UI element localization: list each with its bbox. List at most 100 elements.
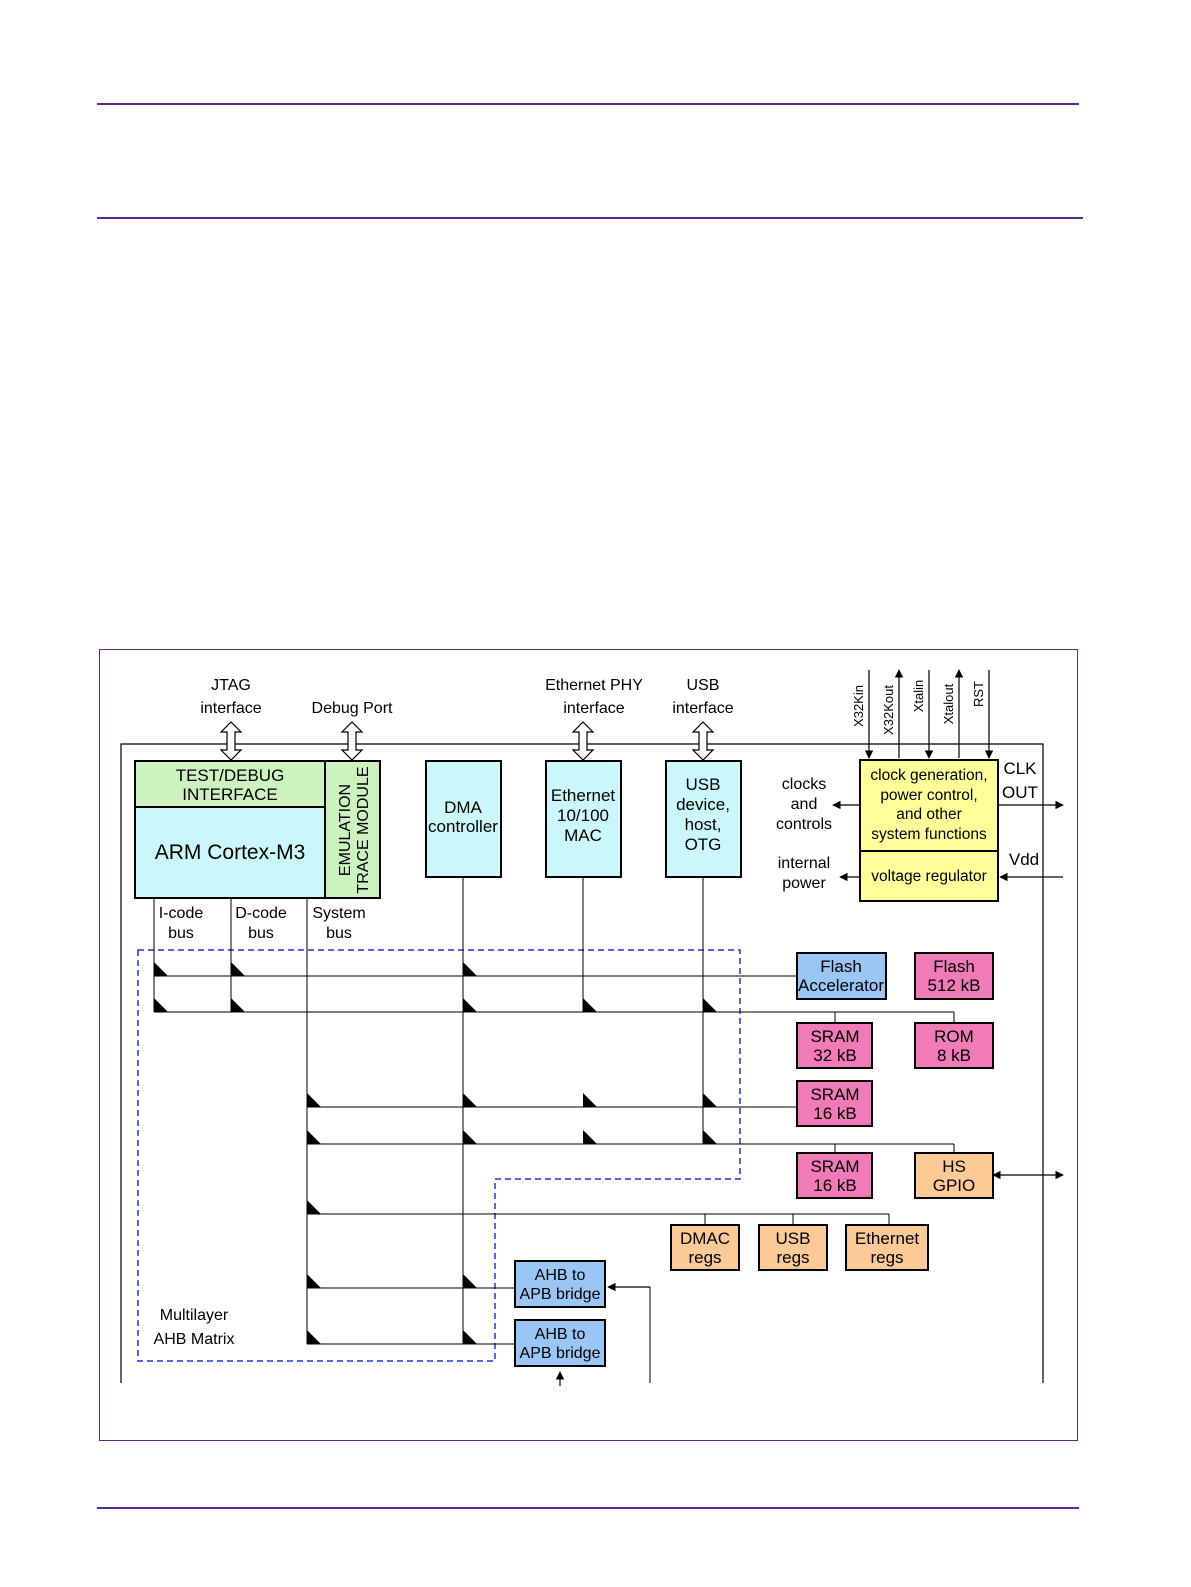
icode-label-2: bus — [168, 925, 194, 942]
usb-label-2: device, — [676, 795, 730, 814]
apb-bridge-1-block — [514, 1260, 606, 1308]
sram16b-block — [796, 1152, 873, 1199]
ethernet-label-3: MAC — [564, 826, 602, 845]
etm-block — [324, 760, 381, 899]
flash-label-2: 512 kB — [928, 976, 981, 995]
sram16a-label-2: 16 kB — [813, 1104, 856, 1123]
usb-interface-label-1: USB — [687, 677, 720, 694]
ethernet-label-1: Ethernet — [551, 786, 616, 805]
dcode-label-2: bus — [248, 925, 274, 942]
x32kin-label: X32Kin — [851, 685, 866, 727]
apb-bridge-2-label-2: APB bridge — [520, 1345, 601, 1362]
apb-bridge-1-label-2: APB bridge — [520, 1286, 601, 1303]
vdd-label: Vdd — [1009, 850, 1039, 869]
flash-block — [914, 952, 994, 1000]
flash-accelerator-label-2: Accelerator — [798, 976, 884, 995]
dma-label-2: controller — [428, 817, 498, 836]
rom-block — [914, 1022, 994, 1069]
clocks-label-1: clocks — [782, 776, 826, 793]
jtag-label-1: JTAG — [211, 677, 251, 694]
usb-label-3: host, — [685, 815, 722, 834]
flash-accelerator-label-1: Flash — [820, 957, 862, 976]
arm-core-block — [134, 806, 326, 899]
rom-label-1: ROM — [934, 1027, 974, 1046]
ethernet-regs-block — [845, 1224, 929, 1271]
vreg-block — [859, 850, 999, 902]
clockgen-label-3: and other — [896, 806, 962, 823]
dmac-regs-label-2: regs — [688, 1248, 721, 1267]
xtalout-label: Xtalout — [941, 683, 956, 724]
apb-bridge-2-block — [514, 1319, 606, 1367]
arm-core-label: ARM Cortex-M3 — [155, 841, 306, 864]
apb-bridge-1-label-1: AHB to — [535, 1267, 586, 1284]
etm-label-1: EMULATION — [337, 784, 354, 876]
flash-accelerator-block — [796, 952, 887, 1000]
x32kout-label: X32Kout — [881, 685, 896, 735]
etm-label-2: TRACE MODULE — [355, 766, 372, 893]
sram16b-label-1: SRAM — [810, 1157, 859, 1176]
sram16a-block — [796, 1080, 873, 1127]
usb-interface-label-2: interface — [672, 700, 733, 717]
eth-phy-label-1: Ethernet PHY — [545, 677, 643, 694]
clocks-label-3: controls — [776, 816, 832, 833]
ahb-matrix-outline — [137, 949, 741, 1362]
bus-arbiters — [154, 962, 717, 1344]
ethernet-regs-label-2: regs — [870, 1248, 903, 1267]
clockgen-label-1: clock generation, — [870, 767, 987, 784]
rst-label: RST — [971, 681, 986, 707]
vreg-label: voltage regulator — [871, 868, 986, 885]
clockgen-label-2: power control, — [880, 787, 977, 804]
eth-phy-label-2: interface — [563, 700, 624, 717]
matrix-label-1: Multilayer — [160, 1307, 229, 1324]
usb-regs-label-2: regs — [776, 1248, 809, 1267]
jtag-label-2: interface — [200, 700, 261, 717]
icode-label-1: I-code — [159, 905, 204, 922]
xtalin-label: Xtalin — [911, 680, 926, 713]
rom-label-2: 8 kB — [937, 1046, 971, 1065]
footer-rule — [97, 1507, 1079, 1509]
clk-out-label-1: CLK — [1003, 759, 1037, 778]
clockgen-label-4: system functions — [871, 826, 987, 843]
vertical-buses — [153, 877, 704, 1344]
clocks-label-2: and — [791, 796, 818, 813]
clock-pins — [555, 669, 1064, 1386]
ethernet-label-2: 10/100 — [557, 806, 609, 825]
ethernet-regs-label-1: Ethernet — [855, 1229, 920, 1248]
internal-power-label-1: internal — [778, 855, 830, 872]
dmac-regs-block — [670, 1224, 740, 1271]
usb-block — [665, 760, 742, 878]
matrix-label-2: AHB Matrix — [154, 1331, 235, 1348]
test-debug-label-2: INTERFACE — [182, 785, 277, 804]
clockgen-block — [859, 759, 999, 852]
debug-port-label: Debug Port — [312, 700, 393, 717]
figure-frame: TEST/DEBUG INTERFACE ARM Cortex-M3 EMULA… — [99, 649, 1078, 1441]
internal-power-label-2: power — [782, 875, 826, 892]
sram32-label-2: 32 kB — [813, 1046, 856, 1065]
usb-regs-block — [758, 1224, 828, 1271]
test-debug-label-1: TEST/DEBUG — [176, 766, 285, 785]
sram16a-label-1: SRAM — [810, 1085, 859, 1104]
hsgpio-label-2: GPIO — [933, 1176, 976, 1195]
header-rule-bottom — [97, 217, 1083, 219]
dma-label-1: DMA — [444, 798, 482, 817]
hsgpio-block — [914, 1152, 994, 1199]
usb-label-1: USB — [686, 775, 721, 794]
header-rule-top — [97, 103, 1079, 105]
dcode-label-1: D-code — [235, 905, 287, 922]
flash-label-1: Flash — [933, 957, 975, 976]
ethernet-block — [545, 760, 622, 878]
interface-arrows — [219, 721, 715, 761]
usb-label-4: OTG — [685, 835, 722, 854]
apb-bridge-2-label-1: AHB to — [535, 1326, 586, 1343]
usb-regs-label-1: USB — [776, 1229, 811, 1248]
sram32-block — [796, 1022, 873, 1069]
hsgpio-label-1: HS — [942, 1157, 966, 1176]
dma-block — [425, 760, 502, 878]
sysbus-label-2: bus — [326, 925, 352, 942]
test-debug-block — [134, 760, 326, 808]
dmac-regs-label-1: DMAC — [680, 1229, 730, 1248]
sram32-label-1: SRAM — [810, 1027, 859, 1046]
clk-out-label-2: OUT — [1002, 783, 1038, 802]
block-diagram: TEST/DEBUG INTERFACE ARM Cortex-M3 EMULA… — [120, 669, 1064, 1386]
sysbus-label-1: System — [312, 905, 365, 922]
